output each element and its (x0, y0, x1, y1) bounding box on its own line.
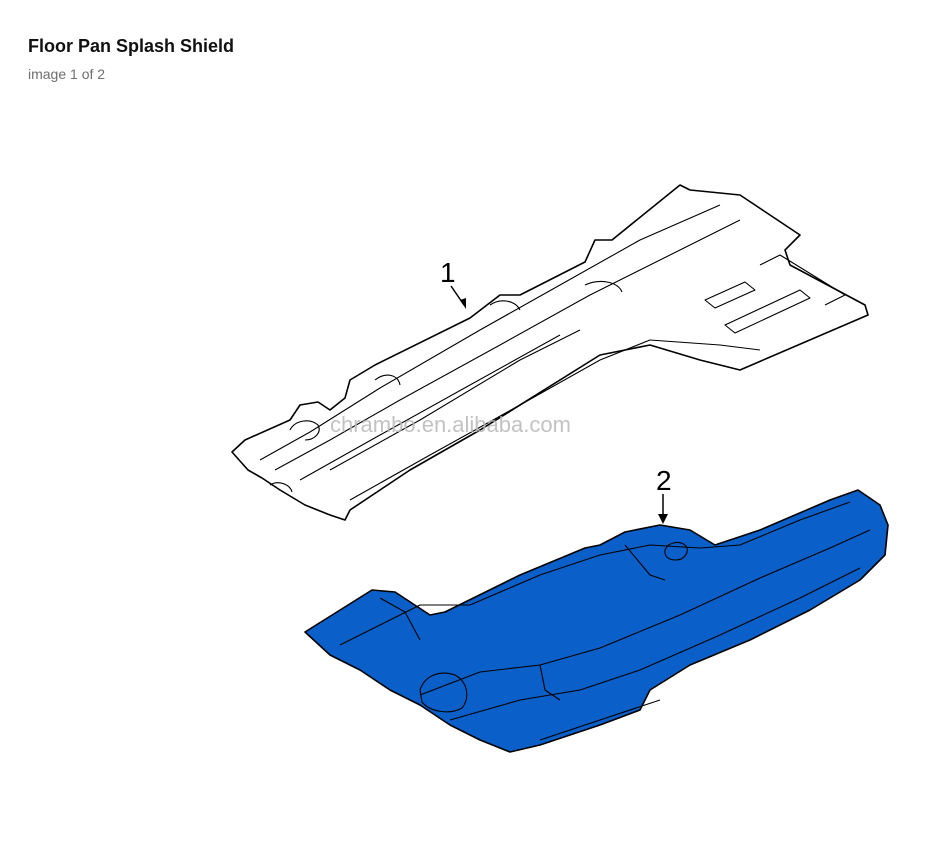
callout-1-arrowhead (460, 298, 466, 309)
part-2-shield (304, 489, 889, 753)
part-1-shield (231, 184, 869, 521)
callout-2-arrowhead (658, 514, 668, 524)
callout-1: 1 (440, 257, 466, 309)
callout-1-label: 1 (440, 257, 456, 288)
page-title: Floor Pan Splash Shield (28, 36, 235, 56)
watermark-text: chrambo.en.alibaba.com (330, 412, 571, 437)
image-counter: image 1 of 2 (28, 66, 106, 82)
callout-2-label: 2 (656, 465, 672, 496)
callout-2: 2 (656, 465, 672, 524)
